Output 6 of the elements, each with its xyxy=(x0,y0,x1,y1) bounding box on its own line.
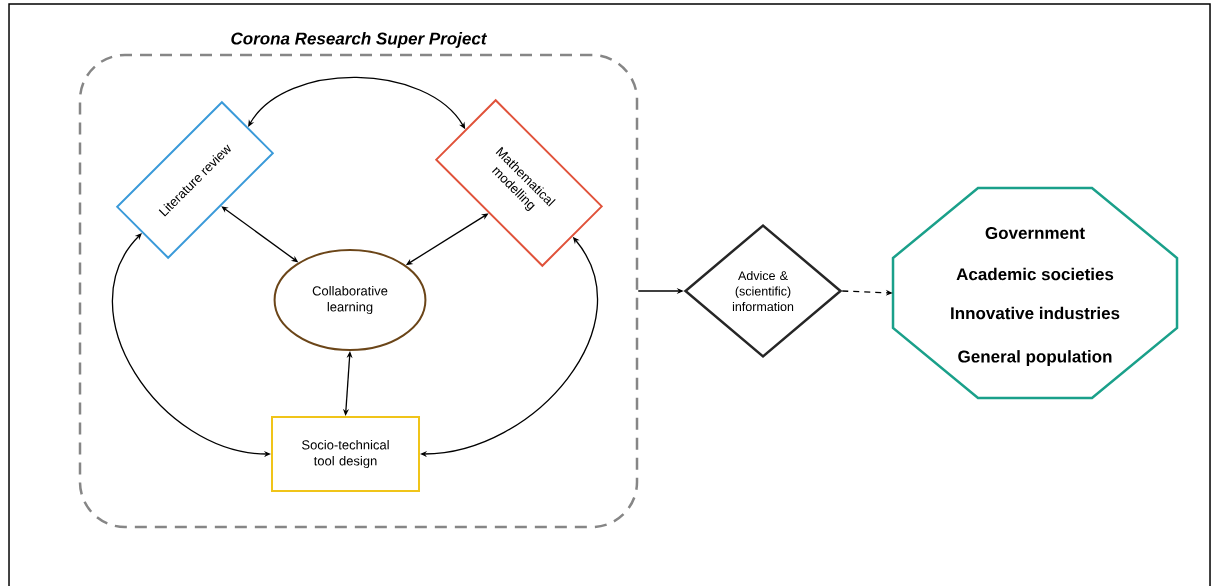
audience-text: Government xyxy=(985,227,1085,240)
group-title: Corona Research Super Project xyxy=(231,32,488,48)
audience-text: Innovative industries xyxy=(951,306,1120,320)
audience-text: General population xyxy=(958,350,1112,366)
audience-text: Academic societies xyxy=(956,267,1114,281)
design-box: Socio-technical tool design xyxy=(271,416,420,492)
